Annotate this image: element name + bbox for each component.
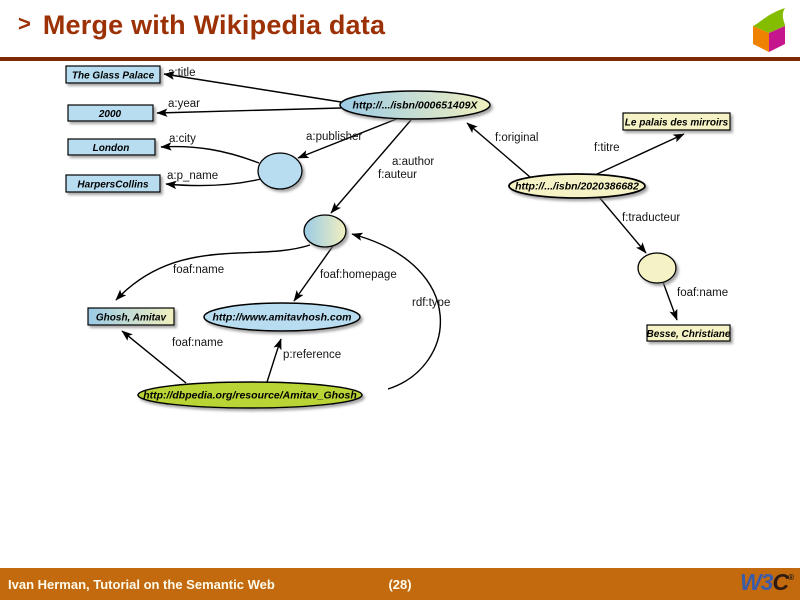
page-title: Merge with Wikipedia data [42,10,386,40]
edge-label: a:publisher [306,131,362,143]
page-number: (28) [388,576,412,592]
node-label: Besse, Christiane [647,329,731,340]
w3c-logo-w3: W3 [739,569,773,595]
edge-label: foaf:homepage [320,269,397,281]
cube-leaf-top [753,8,785,33]
node-ghosh-amitav: Ghosh, Amitav [87,307,175,326]
node-label: http://dbpedia.org/resource/Amitav_Ghosh [143,390,357,402]
edge-p-reference [266,338,282,383]
node-publisher-blank-node [257,152,303,190]
node-homepage: http://www.amitavhosh.com [203,302,361,332]
slide-header: > Merge with Wikipedia data [18,10,800,56]
edge-label: rdf:type [412,297,450,309]
edge-label: f:traducteur [622,212,680,224]
node-year-2000: 2000 [67,104,154,122]
node-london: London [67,138,156,156]
edge-a-year [156,107,342,117]
node-palais-des-mirroirs: Le palais des mirroirs [622,112,731,131]
w3c-logo-c: C [772,569,789,595]
node-label: Le palais des mirroirs [625,118,729,129]
edge-foaf-name-dbpedia [121,330,187,384]
edge-a-p-name [165,178,262,190]
edge-foaf-name-translator [662,281,678,321]
node-label: Ghosh, Amitav [96,313,168,324]
edge-label: f:auteur [378,169,417,181]
node-isbn-2020386682: http://.../isbn/2020386682 [508,173,646,199]
header-rule [0,57,800,61]
edge-label: foaf:name [173,264,224,276]
node-label: http://.../isbn/2020386682 [515,181,639,193]
cube-face-left [753,26,769,52]
edge-label: foaf:name [677,287,728,299]
footer-author-text: Ivan Herman, Tutorial on the Semantic We… [8,576,275,592]
edge-a-publisher [297,117,400,159]
node-isbn-000651409X: http://.../isbn/000651409X [339,90,491,120]
node-label: HarpersCollins [77,180,149,191]
semantic-web-cube-logo [753,8,785,52]
edge-f-original [466,122,531,178]
edge-label: a:year [168,98,200,110]
edge-label: a:title [168,67,196,79]
w3c-logo-reg: ® [788,573,794,582]
edge-label: a:p_name [167,170,218,182]
node-besse-christiane: Besse, Christiane [646,324,731,342]
node-label: The Glass Palace [72,71,155,82]
node-author-blank-node [303,214,347,248]
cube-face-right [769,26,785,52]
node-harperscollins: HarpersCollins [65,174,161,193]
edge-label: p:reference [283,349,341,361]
edge-rdf-type [351,232,441,390]
edge-label: a:author [392,156,434,168]
node-label: London [93,143,130,154]
node-label: http://.../isbn/000651409X [353,100,479,112]
node-glass-palace: The Glass Palace [65,65,161,84]
edge-label: f:original [495,132,538,144]
edge-f-titre [594,133,685,176]
edge-foaf-name-author [115,244,311,301]
edge-label: f:titre [594,142,620,154]
node-label: http://www.amitavhosh.com [212,312,351,324]
node-label: 2000 [98,109,122,120]
edge-f-traducteur [598,196,647,254]
footer-bar: Ivan Herman, Tutorial on the Semantic We… [0,568,800,600]
edge-foaf-homepage [293,245,334,302]
edge-label: foaf:name [172,337,223,349]
w3c-logo: W3C® [740,569,794,596]
edge-label: a:city [169,133,196,145]
title-bullet: > [18,11,31,36]
edge-a-title [163,71,342,103]
edge-a-author-f-auteur [330,119,412,214]
edge-a-city [160,142,260,164]
node-translator-blank-node [637,252,677,284]
node-dbpedia: http://dbpedia.org/resource/Amitav_Ghosh [137,381,363,409]
